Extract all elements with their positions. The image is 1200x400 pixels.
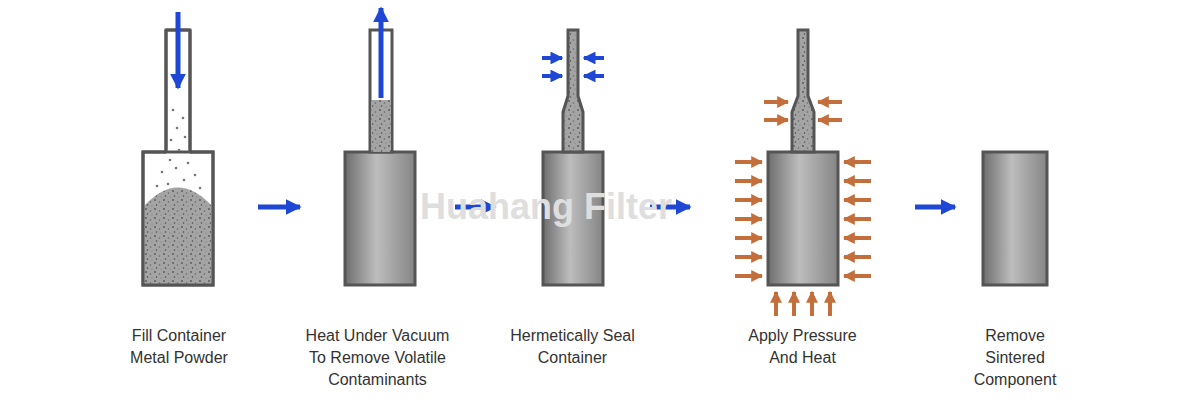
process-stage: Remove Sintered Component: [955, 0, 1075, 400]
watermark: Huahang Filter: [420, 186, 672, 228]
flow-arrow: [258, 205, 300, 210]
stage-caption: Apply Pressure And Heat: [738, 325, 868, 369]
process-stage: Apply Pressure And Heat: [690, 0, 915, 400]
stage-caption: Hermetically Seal Container: [508, 325, 638, 369]
stage-caption: Fill Container Metal Powder: [114, 325, 244, 369]
process-stage: Fill Container Metal Powder: [100, 0, 258, 400]
stage-caption: Remove Sintered Component: [970, 325, 1060, 391]
flow-arrow: [915, 205, 955, 210]
stage-caption: Heat Under Vacuum To Remove Volatile Con…: [303, 325, 453, 391]
